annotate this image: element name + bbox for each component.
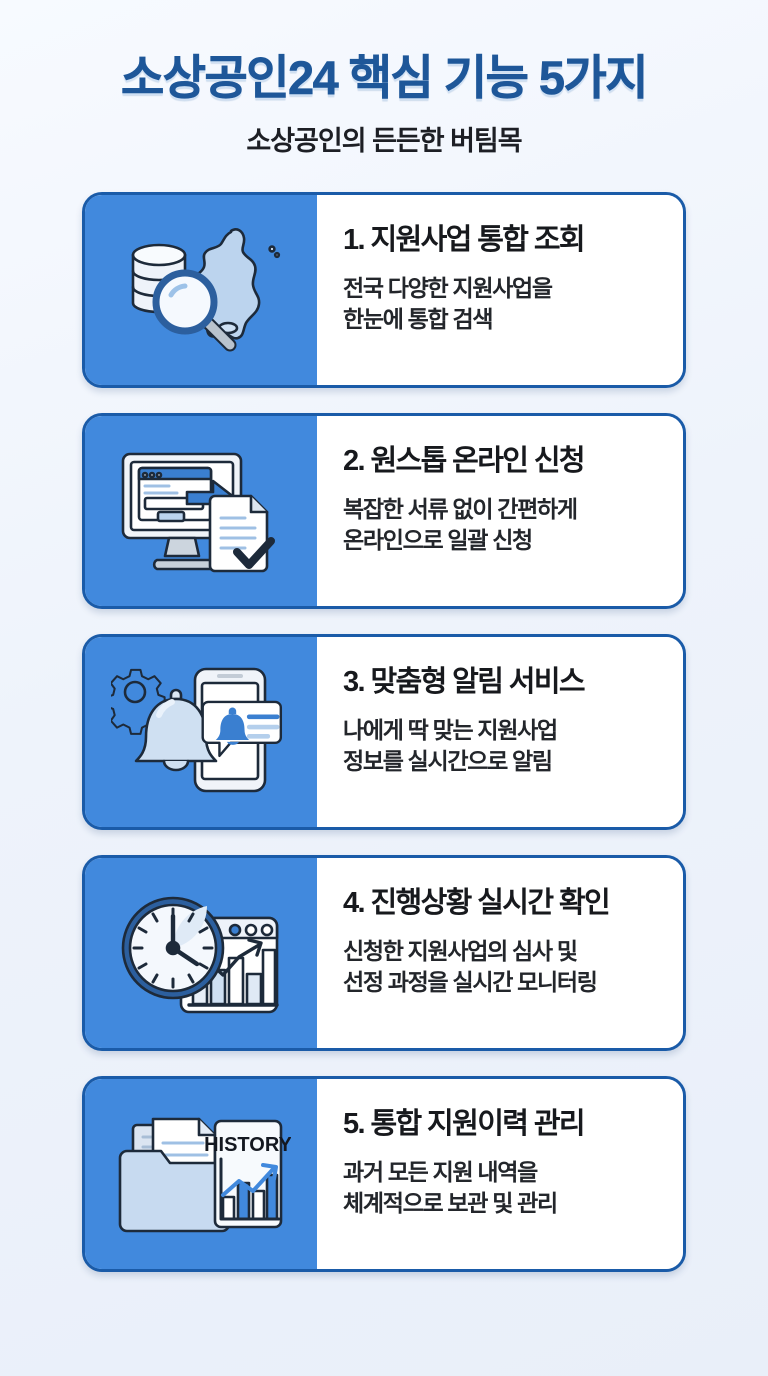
- feature-body-4: 4. 진행상황 실시간 확인 신청한 지원사업의 심사 및 선정 과정을 실시간…: [317, 857, 683, 1048]
- page-title: 소상공인24 핵심 기능 5가지: [121, 51, 649, 104]
- page-subtitle: 소상공인의 든든한 버팀목: [246, 125, 522, 156]
- feature-title-5: 5. 통합 지원이력 관리: [343, 1107, 586, 1140]
- feature-body-5: 5. 통합 지원이력 관리 과거 모든 지원 내역을 체계적으로 보관 및 관리: [317, 1078, 683, 1269]
- feature-icon-pane-1: [85, 194, 317, 385]
- feature-title-4: 4. 진행상황 실시간 확인: [343, 886, 611, 919]
- infographic-header: 소상공인24 핵심 기능 5가지 소상공인의 든든한 버팀목: [0, 0, 768, 158]
- feature-icon-pane-2: [85, 415, 317, 606]
- feature-card-4[interactable]: 4. 진행상황 실시간 확인 신청한 지원사업의 심사 및 선정 과정을 실시간…: [82, 854, 686, 1051]
- svg-text:HISTORY: HISTORY: [204, 1134, 291, 1156]
- feature-desc-1: 전국 다양한 지원사업을 한눈에 통합 검색: [343, 274, 553, 333]
- feature-desc-3: 나에게 딱 맞는 지원사업 정보를 실시간으로 알림: [343, 716, 558, 775]
- feature-card-list: 1. 지원사업 통합 조회 전국 다양한 지원사업을 한눈에 통합 검색: [0, 191, 768, 1272]
- monitor-form-arrow-document-check-icon: [121, 452, 275, 572]
- feature-icon-pane-5: HISTORY: [85, 1078, 317, 1269]
- feature-title-3: 3. 맞춤형 알림 서비스: [343, 665, 586, 698]
- feature-body-2: 2. 원스톱 온라인 신청 복잡한 서류 없이 간편하게 온라인으로 일괄 신청: [317, 415, 683, 606]
- feature-icon-pane-3: [85, 636, 317, 827]
- feature-desc-2: 복잡한 서류 없이 간편하게 온라인으로 일괄 신청: [343, 495, 578, 554]
- feature-card-3[interactable]: 3. 맞춤형 알림 서비스 나에게 딱 맞는 지원사업 정보를 실시간으로 알림: [82, 633, 686, 830]
- clock-browser-bar-chart-trend-icon: [121, 896, 279, 1013]
- feature-body-3: 3. 맞춤형 알림 서비스 나에게 딱 맞는 지원사업 정보를 실시간으로 알림: [317, 636, 683, 827]
- feature-card-5[interactable]: HISTORY 5. 통합 지원이력 관리 과거 모든 지원 내역을 체계적으로…: [82, 1075, 686, 1272]
- feature-title-1: 1. 지원사업 통합 조회: [343, 223, 586, 256]
- feature-desc-4: 신청한 지원사업의 심사 및 선정 과정을 실시간 모니터링: [343, 937, 598, 996]
- folder-documents-history-chart-icon: HISTORY: [118, 1117, 291, 1232]
- feature-card-2[interactable]: 2. 원스톱 온라인 신청 복잡한 서류 없이 간편하게 온라인으로 일괄 신청: [82, 412, 686, 609]
- database-search-korea-map-icon: [131, 227, 281, 352]
- feature-body-1: 1. 지원사업 통합 조회 전국 다양한 지원사업을 한눈에 통합 검색: [317, 194, 683, 385]
- gear-bell-smartphone-notification-icon: [111, 667, 283, 792]
- feature-title-2: 2. 원스톱 온라인 신청: [343, 444, 586, 477]
- feature-card-1[interactable]: 1. 지원사업 통합 조회 전국 다양한 지원사업을 한눈에 통합 검색: [82, 191, 686, 388]
- feature-icon-pane-4: [85, 857, 317, 1048]
- feature-desc-5: 과거 모든 지원 내역을 체계적으로 보관 및 관리: [343, 1158, 558, 1217]
